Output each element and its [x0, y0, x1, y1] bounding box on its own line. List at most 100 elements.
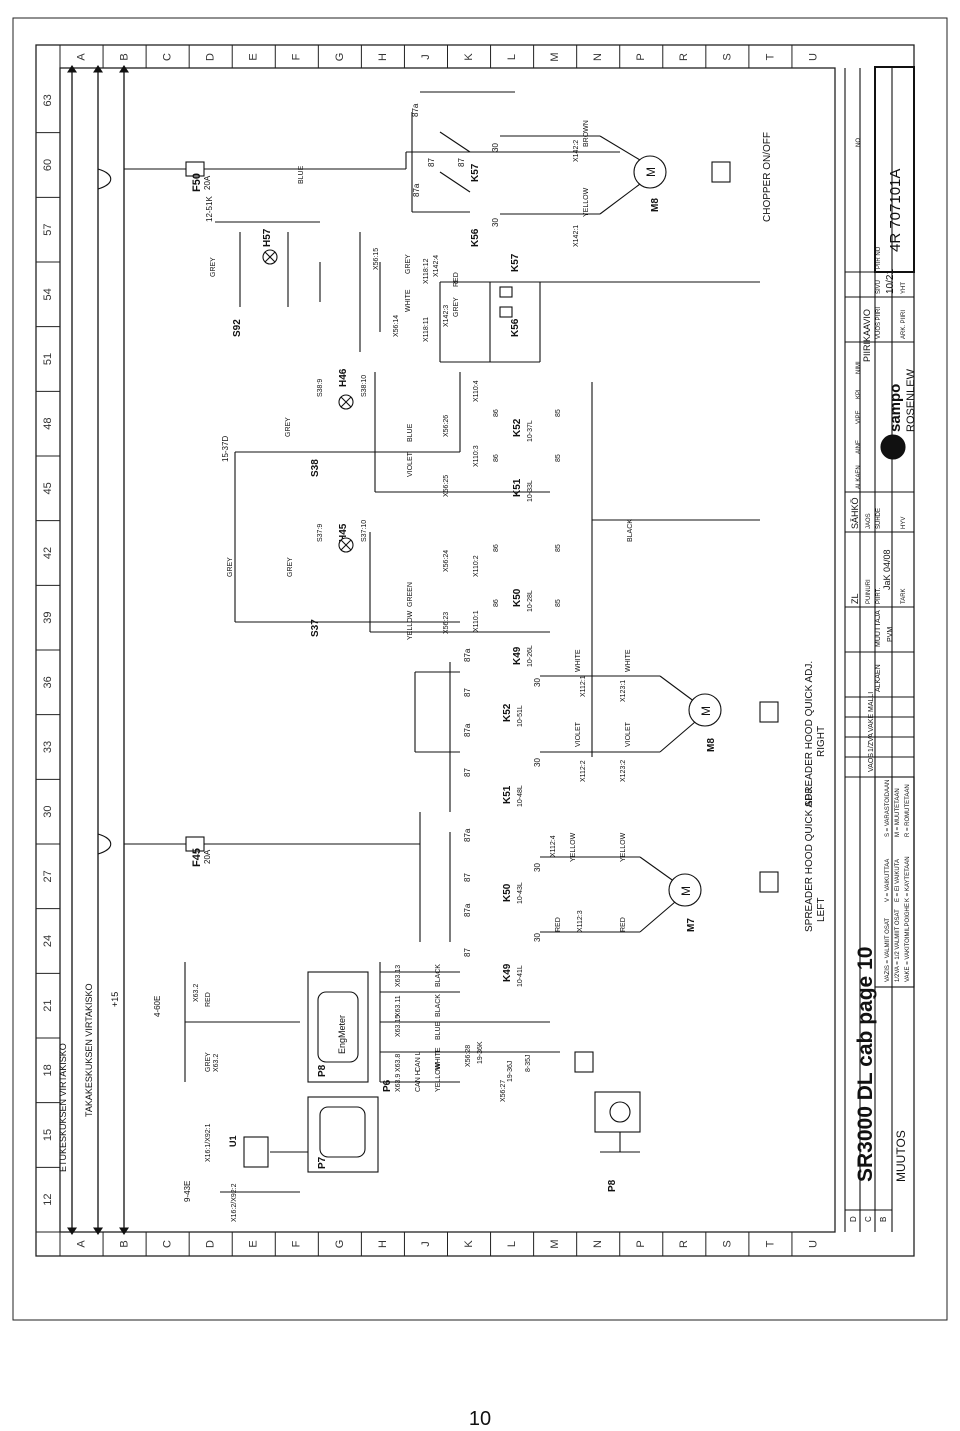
terminal-x118-11: X118:11: [423, 317, 430, 342]
tb-puinuri: PUINURI: [866, 579, 872, 604]
grid-letter: T: [764, 53, 776, 60]
grid-number: 24: [42, 935, 54, 947]
terminal-x56-24: X56:24: [443, 550, 450, 572]
wire: [97, 833, 112, 855]
drawing-no-box: [874, 66, 915, 273]
terminal-s37-9: S37:9: [317, 524, 324, 542]
tb-aine: AINE: [856, 440, 862, 454]
k-contact-85: 85: [555, 409, 562, 417]
k50-contact-87a: 87a: [463, 828, 472, 842]
wire-label-grey3: GREY: [453, 297, 460, 317]
ref-8-35j: 8-35J: [525, 1054, 532, 1072]
engmeter-display: [317, 991, 359, 1063]
k52-coil-ref: 10-37L: [527, 420, 534, 442]
grid-number: 54: [42, 288, 54, 300]
tb-kpl: KPL: [856, 387, 862, 399]
rev-malli: MALLI: [868, 692, 875, 712]
wire-label-brown: BROWN: [583, 120, 590, 147]
motor-m8-right: [688, 693, 722, 727]
grid-letter: N: [592, 53, 604, 61]
grid-letter: E: [248, 53, 260, 60]
wire-label-yellow2: YELLOW: [407, 610, 414, 640]
wire-label-black2: BLACK: [435, 964, 442, 987]
tb-yht: YHT: [901, 282, 907, 294]
legend-1: VAZIS = VALMIIT OSAT: [885, 918, 891, 982]
k-contact-85: 85: [555, 544, 562, 552]
fuse-f45-label: F45: [191, 848, 203, 867]
grid-letter: H: [377, 1240, 389, 1248]
terminal-x56-23: X56:23: [443, 612, 450, 634]
u1-label: U1: [228, 1135, 238, 1147]
grid-letter: R: [678, 53, 690, 61]
lamp-cross: [340, 396, 352, 408]
lamp-cross: [340, 539, 352, 551]
grid-letter: U: [807, 1240, 819, 1248]
k57-coil: [499, 286, 513, 298]
p7-screen: [319, 1106, 366, 1158]
grid-letter: E: [248, 1240, 260, 1247]
tb-jaos: JAOS: [866, 513, 872, 529]
terminal-s38-10: S38:10: [361, 375, 368, 397]
terminal-x56-28: X56:28: [465, 1045, 472, 1067]
motor-m7: [668, 873, 702, 907]
fuse-f50-rating: 20A: [203, 175, 212, 190]
motor-m7-symbol: M: [679, 886, 693, 896]
drawing-area-border: [59, 67, 836, 1233]
p6-label: P6: [382, 1079, 393, 1092]
rev-vake: VAKE: [868, 714, 875, 732]
k50-coil-ref: 10-28L: [527, 590, 534, 612]
tb-zl: ZL: [850, 593, 860, 604]
sheet-title: SR3000 DL cab page 10: [854, 947, 877, 1182]
terminal-x56-14: X56:14: [393, 315, 400, 337]
k49-coil-ref: 10-26L: [527, 645, 534, 667]
motor-m8-chopper: [633, 155, 667, 189]
k52-coil-label: K52: [512, 418, 523, 437]
k-contact-86: 86: [493, 544, 500, 552]
wire-label-grey4: GREY: [285, 417, 292, 437]
legend-3: VAKE = VAKITOIMILPOIGHE: [905, 903, 911, 982]
terminal-x142-3: X142:3: [443, 305, 450, 327]
terminal-x110-1: X110:1: [473, 610, 480, 632]
grid-letter: C: [162, 1240, 174, 1248]
k56-coil-label: K56: [510, 318, 521, 337]
terminal-x112-3: X112:3: [577, 910, 584, 932]
grid-number: 12: [42, 1194, 54, 1206]
grid-number: 57: [42, 224, 54, 236]
terminal-x63-11: X63.11: [395, 995, 402, 1017]
terminal-x16-1: X16:1/X92:1: [205, 1123, 212, 1162]
wire-label-white3: WHITE: [625, 649, 632, 672]
rail-arrow: [92, 65, 104, 73]
outer-border: [12, 17, 948, 1321]
k49-left-label: K49: [502, 963, 513, 982]
k50-left-label: K50: [502, 883, 513, 902]
can-h: CAN H: [415, 1070, 422, 1092]
rev-d: D: [849, 1216, 858, 1222]
caption-hood-right-1: SPREADER HOOD QUICK ADJ.: [804, 661, 815, 807]
caption-hood-left-2: LEFT: [816, 898, 827, 922]
terminal-x56-25: X56:25: [443, 475, 450, 497]
grid-letter: G: [334, 53, 346, 62]
terminal-x63-13: X63.13: [395, 965, 402, 987]
rev-pvm: PVM: [887, 627, 894, 642]
fuel-icon: [574, 1051, 594, 1073]
p8-label: P8: [317, 1064, 328, 1077]
k49-left-ref: 10-41L: [517, 965, 524, 987]
grid-letter: D: [205, 53, 217, 61]
muutos-label: MUUTOS: [894, 1130, 908, 1182]
grid-letter: J: [420, 1241, 432, 1247]
ref-9-43e: 9-43E: [183, 1181, 192, 1202]
grid-number: 30: [42, 806, 54, 818]
terminal-x56-26: X56:26: [443, 415, 450, 437]
k49-contact-30: 30: [533, 933, 542, 942]
k-contact-86: 86: [493, 599, 500, 607]
terminal-x56-15: X56:15: [373, 248, 380, 270]
ref-15-37d: 15-37D: [221, 436, 230, 462]
wire-label-yellow4: YELLOW: [620, 832, 627, 862]
rail-label-plus15: +15: [110, 992, 120, 1007]
wire-label-red2: RED: [555, 917, 562, 932]
ref-12-51k: 12-51K: [205, 196, 214, 222]
terminal-x123-2: X123:2: [620, 760, 627, 782]
grid-letter: S: [721, 53, 733, 60]
